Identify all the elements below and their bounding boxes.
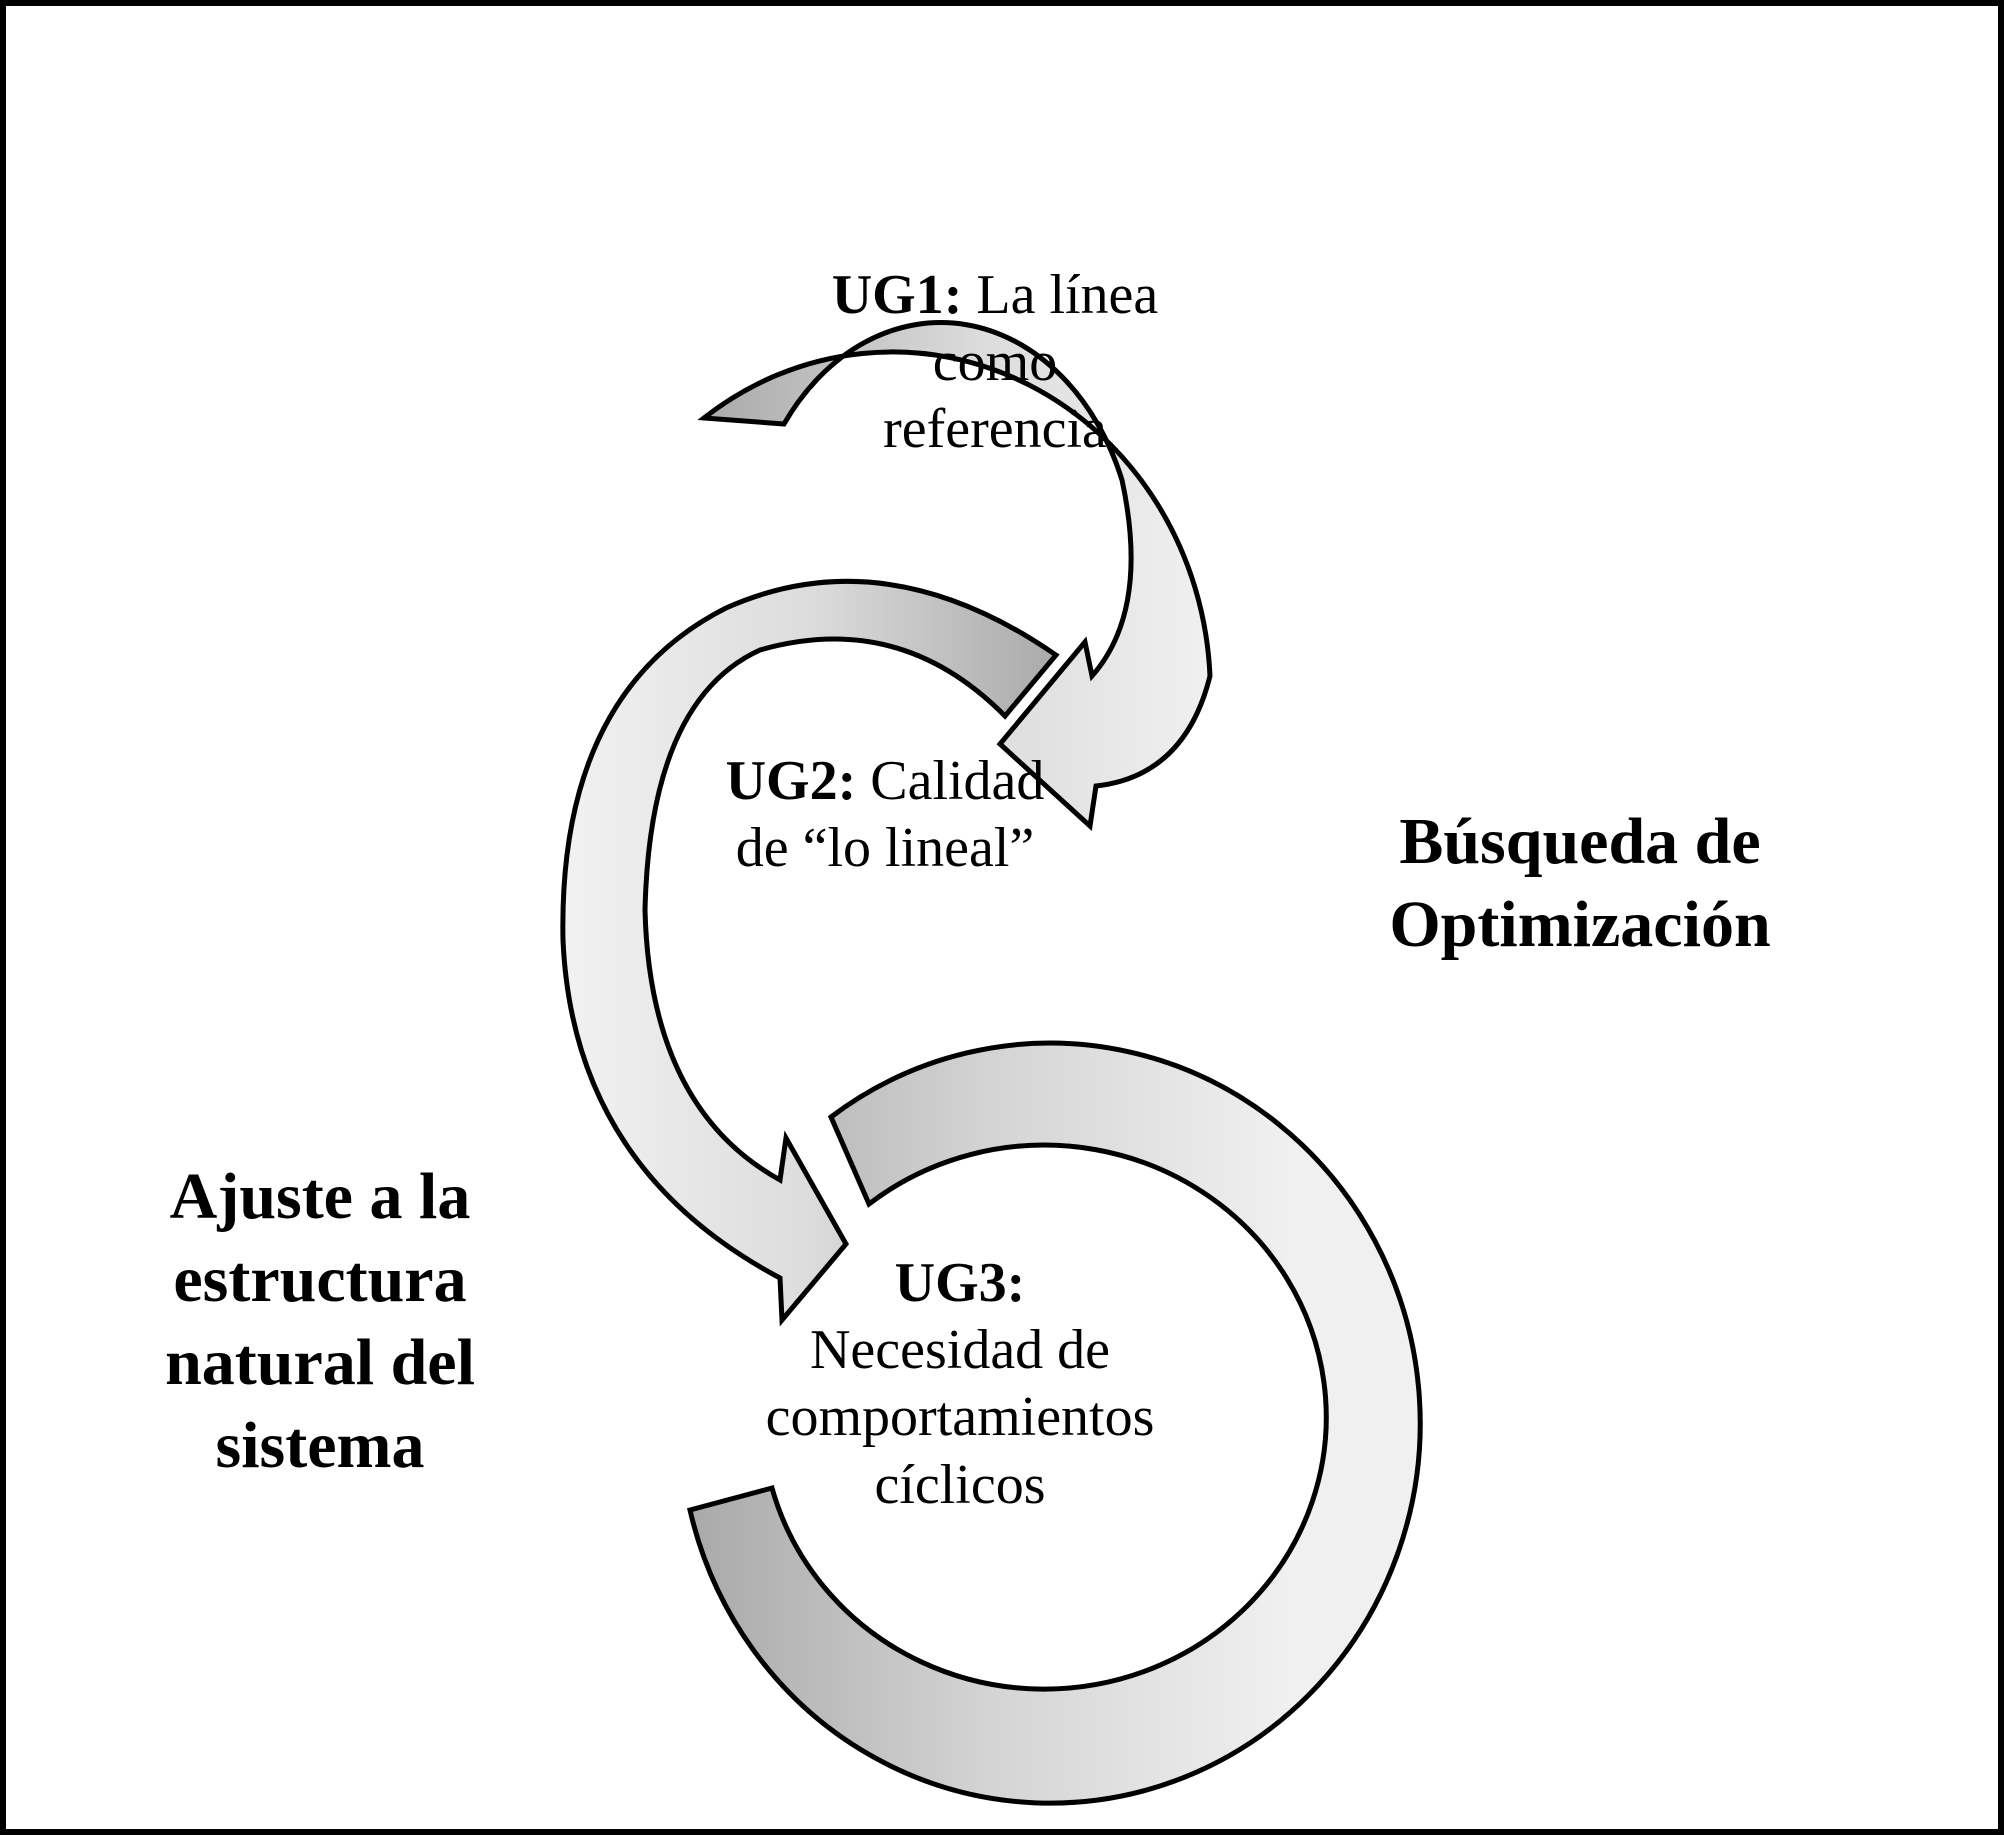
stage-ug3-line-3: cíclicos	[874, 1453, 1046, 1516]
left-side-label: Ajuste a la estructura natural del siste…	[110, 1155, 530, 1488]
stage-ug3-line-2: comportamientos	[765, 1386, 1155, 1449]
stage-ug1-label: UG1: La línea como referencia	[760, 262, 1230, 464]
stage-ug1-line-3: referencia	[883, 398, 1107, 461]
left-side-label-line-3: natural del	[165, 1326, 475, 1400]
arrow-ug2-to-ug3	[560, 578, 1060, 1327]
left-side-label-line-2: estructura	[173, 1243, 467, 1317]
stage-ug1-line-1: La línea	[976, 264, 1159, 326]
stage-ug1-line-2: como	[932, 331, 1058, 394]
stage-ug3-code: UG3:	[894, 1252, 1026, 1314]
stage-ug1-code: UG1:	[831, 264, 963, 326]
right-side-label: Búsqueda de Optimización	[1330, 800, 1830, 966]
right-side-label-line-2: Optimización	[1389, 888, 1771, 962]
stage-ug3-label: UG3: Necesidad de comportamientos cíclic…	[700, 1250, 1220, 1519]
stage-ug2-label: UG2: Calidad de “lo lineal”	[660, 748, 1110, 882]
right-side-label-line-1: Búsqueda de	[1399, 805, 1761, 878]
arrow-ug3-loop	[687, 1040, 1423, 1806]
stage-ug3-line-1: Necesidad de	[809, 1319, 1111, 1382]
stage-ug2-line-2: de “lo lineal”	[735, 817, 1035, 880]
left-side-label-line-4: sistema	[215, 1409, 425, 1483]
arrow-ug1-to-ug2	[697, 320, 1213, 832]
stage-ug2-code: UG2:	[725, 750, 857, 812]
stage-ug2-line-1: Calidad	[870, 750, 1045, 812]
left-side-label-line-1: Ajuste a la	[169, 1160, 471, 1233]
